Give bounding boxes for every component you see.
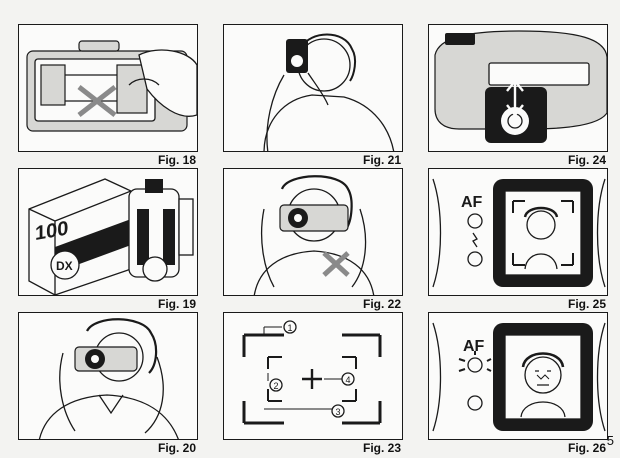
figure-caption: Fig. 26 [567,441,606,455]
figure-20-panel [18,312,198,440]
person-holding-camera-vertical [263,33,395,151]
page-number: 5 [606,433,614,448]
figure-caption: Fig. 22 [362,297,401,311]
eyepiece-slide-illustration [434,30,607,143]
frame-marker-3: 3 [335,407,340,417]
af-label: AF [461,194,483,211]
dx-mark-label: DX [56,259,73,273]
film-loading-illustration [26,40,197,132]
figure-caption: Fig. 18 [157,153,196,167]
figure-23-panel: 1 2 3 4 [223,312,403,440]
viewfinder-af-blinking-illustration: AF [432,322,606,432]
viewfinder-af-indicator-illustration: AF [432,178,606,288]
figure-25-panel: AF [428,168,608,296]
dx-film-cartridge-illustration: 100 DX [28,178,194,295]
figure-26-panel: AF [428,312,608,440]
figure-24-panel [428,24,608,152]
figure-caption: Fig. 21 [362,153,401,167]
figure-18-panel [18,24,198,152]
frame-marker-2: 2 [273,381,278,391]
figure-caption: Fig. 23 [362,441,401,455]
figure-19-panel: 100 DX [18,168,198,296]
frame-marker-4: 4 [345,375,350,385]
person-holding-camera-horizontal [253,175,375,295]
figure-22-panel [223,168,403,296]
viewfinder-frame-diagram: 1 2 3 4 [242,320,382,425]
af-label: AF [463,338,485,355]
frame-marker-1: 1 [287,323,292,333]
figure-caption: Fig. 24 [567,153,606,167]
figure-caption: Fig. 20 [157,441,196,455]
figure-21-panel [223,24,403,152]
figure-caption: Fig. 25 [567,297,606,311]
figure-caption: Fig. 19 [157,297,196,311]
person-holding-camera-front [38,318,179,439]
